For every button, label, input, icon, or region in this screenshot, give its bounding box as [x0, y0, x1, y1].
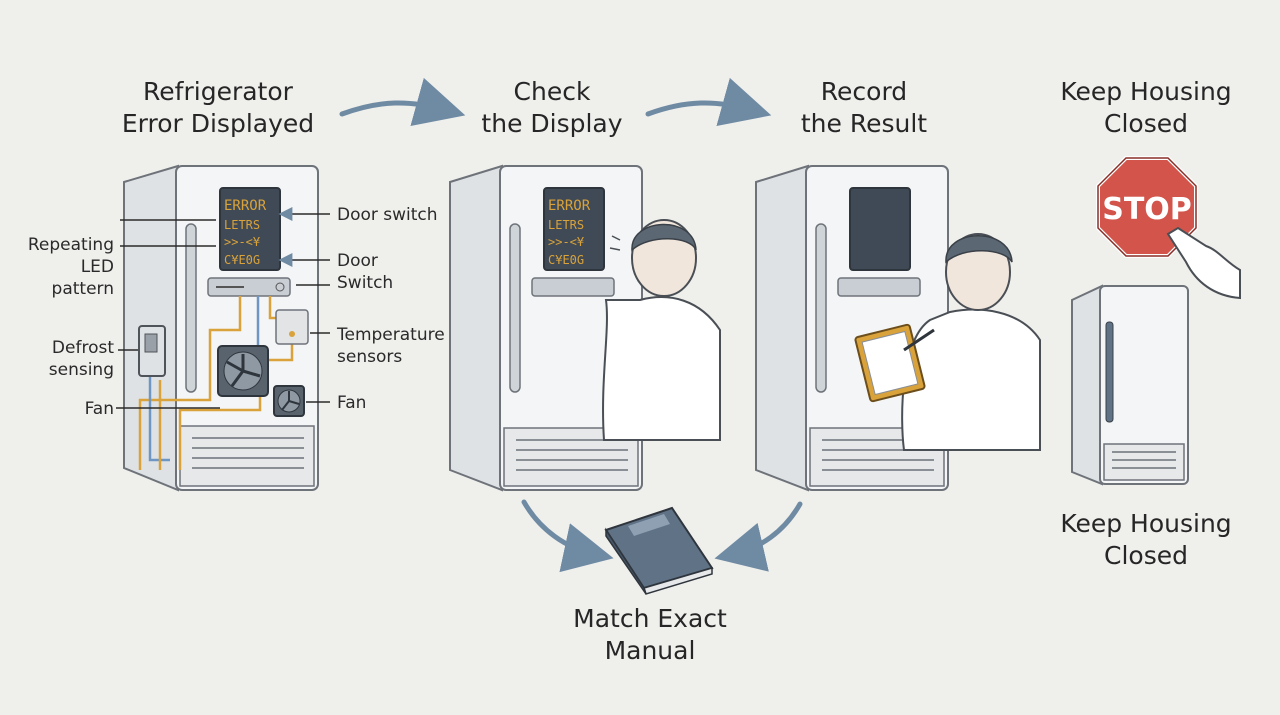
step-title-keep-closed: Keep Housing Closed — [1060, 77, 1232, 138]
display-line: >>-<¥ — [224, 235, 261, 249]
display-panel: ERROR LETRS >>-<¥ C¥E0G — [219, 187, 281, 271]
display-line: >>-<¥ — [548, 235, 585, 249]
step-title-check: Check the Display — [481, 77, 623, 138]
keep-closed-label: Keep Housing Closed — [1060, 509, 1232, 570]
callout-fan-left: Fan — [84, 399, 114, 419]
display-line: ERROR — [548, 198, 591, 214]
display-line: ERROR — [224, 198, 267, 214]
defrost-sensor-icon — [138, 325, 166, 377]
temperature-sensor-icon — [275, 309, 309, 345]
callout-temperature-sensors: Temperature sensors — [337, 325, 445, 367]
step-title-error: Refrigerator Error Displayed — [121, 77, 315, 138]
step-title-record: Record the Result — [800, 77, 928, 138]
arrow-icon — [339, 77, 803, 573]
callout-door-switch: Door switch — [337, 205, 438, 225]
callout-lines — [116, 207, 330, 409]
callout-repeating-led: Repeating LED pattern — [27, 235, 114, 299]
display-line: LETRS — [224, 218, 260, 232]
callout-door-switch-2: Door Switch — [337, 251, 394, 293]
fridge-icon — [1071, 284, 1189, 486]
display-line: LETRS — [548, 218, 584, 232]
stop-label: STOP — [1102, 192, 1192, 227]
manual-book-icon — [604, 506, 714, 595]
display-line: C¥E0G — [548, 253, 584, 267]
display-line: C¥E0G — [224, 253, 260, 267]
hand-icon — [1166, 226, 1241, 300]
control-strip — [207, 277, 291, 297]
fan-icon — [217, 345, 269, 397]
clipboard-icon — [854, 323, 935, 403]
technician-icon — [602, 219, 721, 441]
callout-fan-right: Fan — [337, 393, 367, 413]
callout-defrost-sensing: Defrost sensing — [48, 338, 114, 380]
fan-icon — [273, 385, 305, 417]
manual-label: Match Exact Manual — [573, 604, 727, 665]
